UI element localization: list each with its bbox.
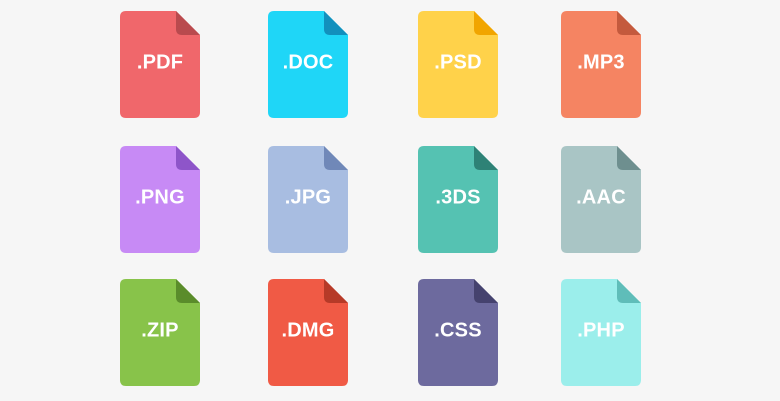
png-file-icon: .PNG xyxy=(120,146,200,253)
zip-file-icon: .ZIP xyxy=(120,279,200,386)
jpg-file-icon: .JPG xyxy=(268,146,348,253)
file-extension-label: .PNG xyxy=(135,186,185,209)
file-extension-label: .JPG xyxy=(284,186,332,209)
php-file-icon: .PHP xyxy=(561,279,641,386)
document-icon xyxy=(268,146,348,253)
document-icon xyxy=(418,279,498,386)
mp3-file-icon: .MP3 xyxy=(561,11,641,118)
file-extension-label: .MP3 xyxy=(577,51,625,74)
file-extension-label: .PSD xyxy=(434,51,482,74)
css-file-icon: .CSS xyxy=(418,279,498,386)
document-icon xyxy=(561,279,641,386)
file-extension-label: .ZIP xyxy=(141,319,179,342)
document-icon xyxy=(268,11,348,118)
file-extension-label: .3DS xyxy=(435,186,481,209)
document-icon xyxy=(561,146,641,253)
3ds-file-icon: .3DS xyxy=(418,146,498,253)
document-icon xyxy=(268,279,348,386)
document-icon xyxy=(418,11,498,118)
file-extension-label: .DOC xyxy=(282,51,334,74)
psd-file-icon: .PSD xyxy=(418,11,498,118)
doc-file-icon: .DOC xyxy=(268,11,348,118)
document-icon xyxy=(418,146,498,253)
file-extension-label: .PDF xyxy=(136,51,184,74)
file-extension-label: .DMG xyxy=(281,319,335,342)
document-icon xyxy=(120,279,200,386)
file-extension-label: .PHP xyxy=(577,319,625,342)
pdf-file-icon: .PDF xyxy=(120,11,200,118)
aac-file-icon: .AAC xyxy=(561,146,641,253)
file-extension-label: .AAC xyxy=(576,186,626,209)
dmg-file-icon: .DMG xyxy=(268,279,348,386)
document-icon xyxy=(120,11,200,118)
document-icon xyxy=(120,146,200,253)
document-icon xyxy=(561,11,641,118)
file-extension-label: .CSS xyxy=(434,319,482,342)
